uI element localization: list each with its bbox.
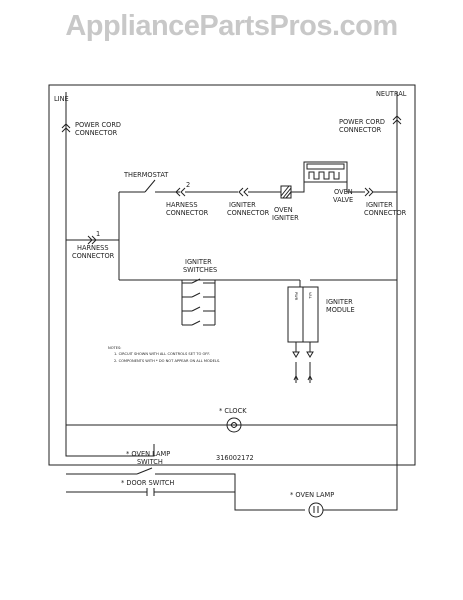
label-oven-valve-1: OVEN bbox=[334, 188, 353, 196]
label-power-cord-left-2: CONNECTOR bbox=[75, 129, 118, 137]
label-module-pwr: PWR bbox=[294, 292, 298, 301]
diagram-labels: LINE NEUTRAL POWER CORD CONNECTOR POWER … bbox=[54, 90, 407, 499]
lamp-wire bbox=[234, 492, 305, 511]
label-igniter-connector-right-1: IGNITER bbox=[366, 201, 393, 209]
label-oven-lamp-switch-2: SWITCH bbox=[137, 458, 163, 466]
power-cord-connector-right-symbol bbox=[392, 115, 402, 125]
harness-connector-top-symbol bbox=[175, 187, 186, 197]
diagram-frame bbox=[48, 84, 416, 466]
oven-valve-inner bbox=[306, 163, 345, 170]
label-clock: * CLOCK bbox=[219, 407, 247, 415]
electrode-2 bbox=[307, 362, 313, 383]
watermark-logo: AppliancePartsPros.com bbox=[65, 10, 398, 42]
igniter-connector-right-symbol bbox=[364, 187, 374, 197]
label-igniter-module-1: IGNITER bbox=[326, 298, 353, 306]
oven-valve-box bbox=[303, 161, 348, 183]
label-module-val: VAL bbox=[308, 292, 312, 299]
note-2: 2. COMPONENTS WITH * DO NOT APPEAR ON AL… bbox=[114, 359, 220, 363]
label-oven-igniter-2: IGNITER bbox=[272, 214, 299, 222]
label-igniter-switches-2: SWITCHES bbox=[183, 266, 217, 274]
neutral-rail bbox=[66, 92, 398, 426]
power-cord-connector-left-symbol bbox=[61, 123, 71, 133]
label-power-cord-right-2: CONNECTOR bbox=[339, 126, 382, 134]
oven-lamp-switch-wire-right bbox=[155, 473, 236, 492]
thermostat-switch bbox=[144, 179, 156, 193]
module-arrow-2 bbox=[306, 351, 314, 358]
oven-lamp-switch-blade bbox=[136, 467, 153, 475]
igniter-switch-1 bbox=[182, 278, 215, 284]
label-power-cord-right-1: POWER CORD bbox=[339, 118, 385, 126]
clock-symbol bbox=[226, 417, 242, 433]
label-thermostat: THERMOSTAT bbox=[123, 171, 169, 179]
label-harness-top-1: HARNESS bbox=[166, 201, 198, 209]
label-igniter-connector-right-2: CONNECTOR bbox=[364, 209, 407, 217]
label-oven-valve-2: VALVE bbox=[333, 196, 353, 204]
label-power-cord-left-1: POWER CORD bbox=[75, 121, 121, 129]
label-oven-lamp: * OVEN LAMP bbox=[290, 491, 334, 499]
label-pin-2: 2 bbox=[186, 181, 190, 189]
igniter-switch-3 bbox=[182, 306, 215, 312]
label-oven-igniter-1: OVEN bbox=[274, 206, 293, 214]
igniter-switch-2 bbox=[182, 292, 215, 298]
oven-igniter-box bbox=[280, 185, 292, 199]
label-neutral: NEUTRAL bbox=[376, 90, 407, 98]
label-line: LINE bbox=[54, 95, 69, 103]
label-harness-left-2: CONNECTOR bbox=[72, 252, 115, 260]
electrode-1 bbox=[293, 362, 299, 383]
note-1: 1. CIRCUIT SHOWN WITH ALL CONTROLS SET T… bbox=[114, 352, 210, 356]
oven-lamp-filament bbox=[313, 506, 319, 513]
oven-lamp-symbol bbox=[308, 502, 324, 518]
label-oven-lamp-switch-1: * OVEN LAMP bbox=[126, 450, 170, 458]
notes-title: NOTES: bbox=[108, 346, 121, 350]
oven-igniter-hatch bbox=[280, 185, 292, 199]
wire-igniter-to-valve bbox=[291, 178, 305, 193]
label-door-switch: * DOOR SWITCH bbox=[121, 479, 174, 487]
label-pin-1: 1 bbox=[96, 230, 100, 238]
label-igniter-module-2: MODULE bbox=[326, 306, 355, 314]
clock-symbol-inner bbox=[230, 422, 238, 428]
label-igniter-connector-1: IGNITER bbox=[229, 201, 256, 209]
module-arrow-1 bbox=[292, 351, 300, 358]
line-to-lower bbox=[65, 425, 155, 457]
label-igniter-connector-2: CONNECTOR bbox=[227, 209, 270, 217]
label-igniter-switches-1: IGNITER bbox=[185, 258, 212, 266]
door-switch-contacts bbox=[142, 488, 155, 496]
igniter-connector-symbol bbox=[238, 187, 249, 197]
label-harness-top-2: CONNECTOR bbox=[166, 209, 209, 217]
part-number: 316002172 bbox=[216, 454, 254, 462]
wire-valve-to-connector bbox=[346, 181, 365, 193]
oven-valve-coil bbox=[308, 171, 340, 180]
lamp-to-neutral bbox=[323, 425, 398, 511]
label-harness-left-1: HARNESS bbox=[77, 244, 109, 252]
igniter-switch-4 bbox=[182, 320, 215, 326]
